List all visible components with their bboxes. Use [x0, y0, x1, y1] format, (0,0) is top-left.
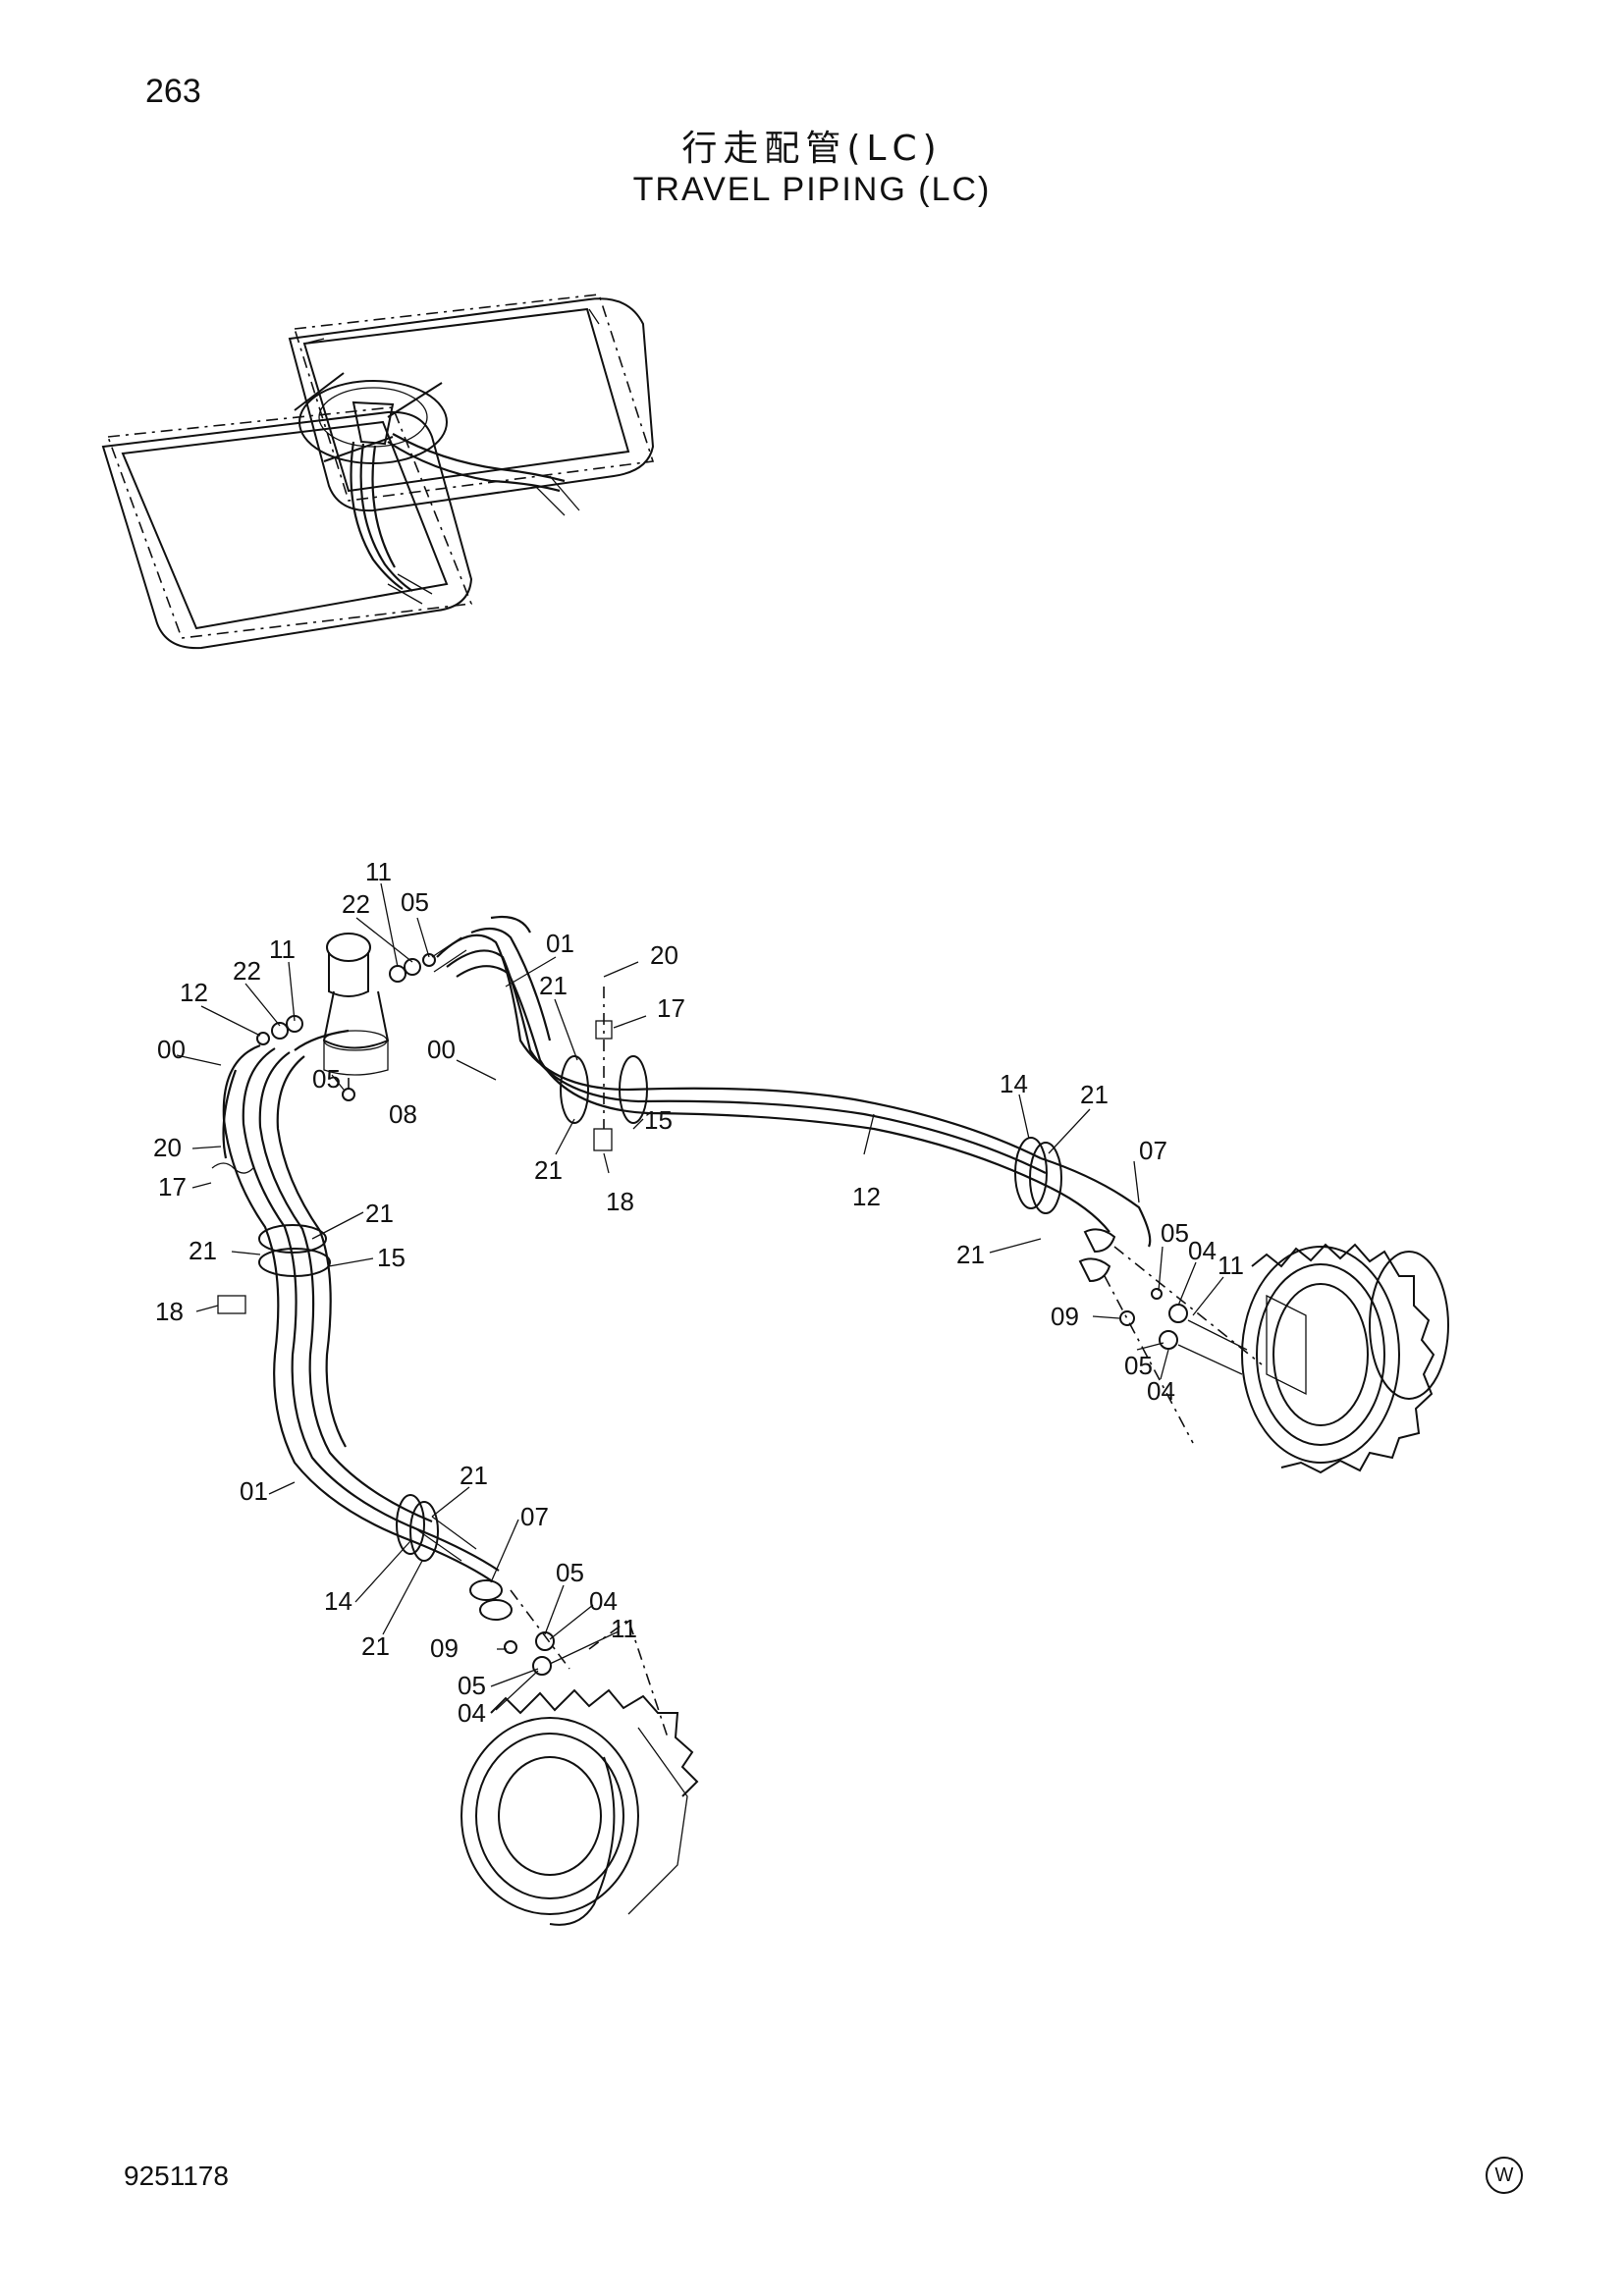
callout-labels: 11 22 05 01 11 20 22 21 12 17 00 05 00 0… [153, 857, 1244, 1728]
callout-label: 05 [312, 1064, 341, 1094]
callout-label: 09 [430, 1633, 459, 1663]
callout-label: 00 [427, 1035, 456, 1064]
document-number: 9251178 [124, 2161, 229, 2191]
callout-label: 14 [1000, 1069, 1028, 1098]
callout-label: 15 [377, 1243, 406, 1272]
callout-label: 04 [1147, 1376, 1175, 1406]
callout-label: 11 [365, 857, 392, 886]
page-number: 263 [145, 73, 201, 110]
callout-label: 21 [956, 1240, 985, 1269]
callout-label: 04 [589, 1586, 618, 1616]
callout-label: 21 [365, 1199, 394, 1228]
title-english: TRAVEL PIPING (LC) [632, 171, 992, 208]
swivel-joint-center [322, 933, 390, 1101]
callout-label: 05 [556, 1558, 584, 1587]
callout-label: 01 [546, 929, 574, 958]
callout-label: 20 [650, 940, 678, 970]
callout-label: 15 [644, 1105, 673, 1135]
callout-label: 21 [539, 971, 568, 1000]
callout-label: 05 [458, 1671, 486, 1700]
callout-label: 11 [611, 1614, 637, 1643]
callout-label: 20 [153, 1133, 182, 1162]
undercarriage-overview [101, 294, 655, 650]
leader-lines [176, 882, 1224, 1711]
callout-label: 07 [520, 1502, 549, 1531]
right-motor-fittings [1119, 1288, 1248, 1375]
travel-motor-lower [460, 1589, 699, 1926]
callout-label: 21 [1080, 1080, 1109, 1109]
lower-motor-fittings [396, 1494, 555, 1676]
hose-bundle-right [436, 915, 1152, 1248]
callout-label: 21 [189, 1236, 217, 1265]
callout-label: 17 [657, 993, 685, 1023]
callout-label: 22 [342, 889, 370, 919]
callout-label: 01 [240, 1476, 268, 1506]
callout-label: 11 [1218, 1251, 1244, 1280]
callout-label: 21 [534, 1155, 563, 1185]
callout-label: 05 [1161, 1218, 1189, 1248]
clamp-left [211, 1129, 331, 1314]
callout-label: 11 [269, 934, 296, 964]
callout-label: 07 [1139, 1136, 1167, 1165]
watermark-logo: W [1486, 2157, 1523, 2194]
callout-label: 12 [852, 1182, 881, 1211]
callout-label: 09 [1051, 1302, 1079, 1331]
callout-label: 05 [1124, 1351, 1153, 1380]
title-japanese: 行走配管(LC) [681, 129, 943, 169]
callout-label: 12 [180, 978, 208, 1007]
callout-label: 08 [389, 1099, 417, 1129]
callout-label: 18 [155, 1297, 184, 1326]
callout-label: 04 [1188, 1236, 1217, 1265]
clamp-right-upper [560, 987, 648, 1151]
callout-label: 14 [324, 1586, 352, 1616]
callout-label: 21 [460, 1461, 488, 1490]
callout-label: 22 [233, 956, 261, 986]
travel-motor-right [1104, 1243, 1449, 1474]
callout-label: 21 [361, 1631, 390, 1661]
callout-label: 00 [157, 1035, 186, 1064]
callout-label: 04 [458, 1698, 486, 1728]
callout-label: 05 [401, 887, 429, 917]
callout-label: 18 [606, 1187, 634, 1216]
clamp-right-lower [1014, 1137, 1116, 1283]
callout-label: 17 [158, 1172, 187, 1201]
